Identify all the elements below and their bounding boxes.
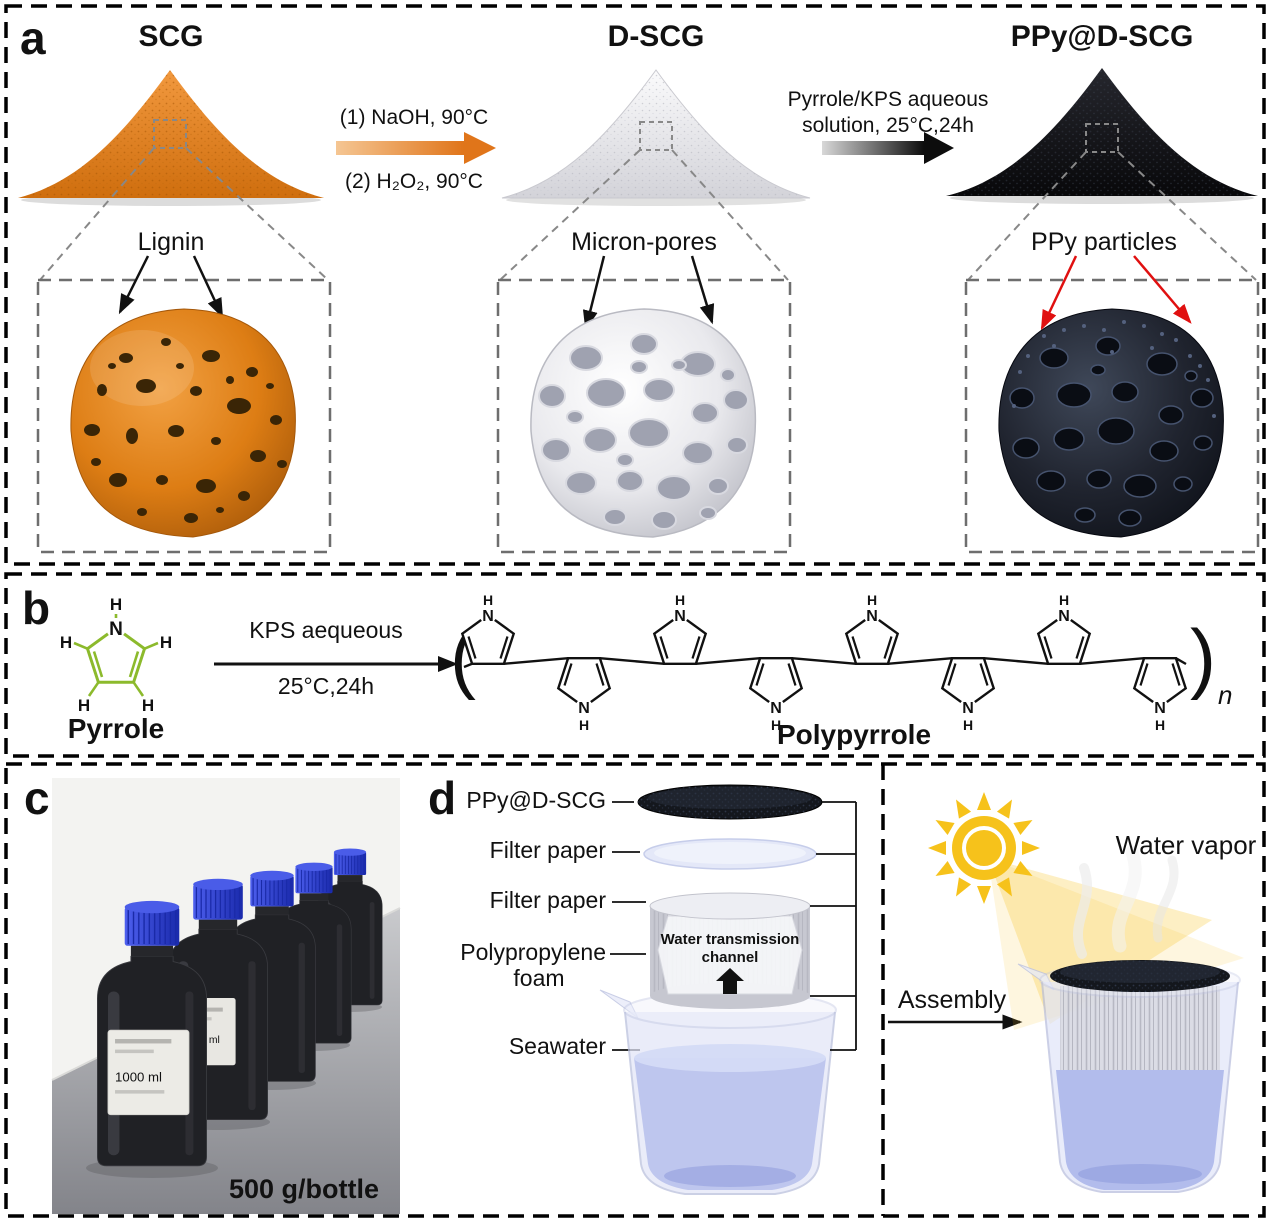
up-arrow-head — [716, 968, 744, 981]
lignin-label: Lignin — [138, 228, 205, 256]
polypyrrole-name: Polypyrrole — [777, 719, 931, 750]
panel-a-border — [4, 4, 1266, 566]
panel-a-label: a — [20, 12, 46, 64]
zoom-box-scg — [36, 278, 332, 554]
condition-arrowhead — [438, 656, 458, 672]
monomer-h-bottom-right: H — [142, 696, 154, 715]
ppy-particles-arrow-left — [1040, 255, 1078, 331]
monomer-h-bottom-left: H — [78, 696, 90, 715]
assembled-water — [1056, 1070, 1224, 1190]
lignin-pores — [84, 338, 287, 523]
reaction-arrow-1 — [336, 132, 496, 164]
beaker-assembled — [1017, 960, 1241, 1193]
water-vapor-label: Water vapor — [1116, 830, 1257, 860]
component-labels: PPy@D-SCG Filter paper Filter paper Poly… — [460, 787, 606, 1059]
condition-line1: KPS aequeous — [249, 617, 402, 643]
filter-paper-2-disc — [649, 892, 811, 920]
beaker-spout — [599, 989, 639, 1019]
channel-text-line2: channel — [702, 949, 759, 966]
panel-a-synthesis-scheme: a SCG D-SCG PPy@D-SCG (1) NaOH, 90°C (2)… — [4, 4, 1266, 566]
zoom-box-ppydscg — [964, 278, 1260, 554]
monomer-h-left: H — [60, 633, 72, 652]
monomer-h-right: H — [160, 633, 172, 652]
panel-b-label: b — [22, 582, 50, 634]
condition-line2: 25°C,24h — [278, 673, 374, 699]
label-foam-line2: foam — [513, 965, 564, 991]
channel-panel — [657, 915, 803, 995]
pyrrole-molecule: N H H H H H — [60, 595, 172, 715]
panel-cd-product-and-device: c 1000 ml 1000 ml 500 g/bottle d P — [4, 762, 1266, 1218]
panel-b-polymerization: N H N H b N H H H H H Pyrro — [4, 572, 1266, 758]
label-filter-paper-1: Filter paper — [490, 837, 607, 863]
lignin-arrow-right — [192, 255, 224, 319]
powder-pile-ppydscg — [946, 68, 1258, 204]
stage-title-dscg: D-SCG — [608, 20, 705, 53]
bottle-1-volume: 1000 ml — [115, 1069, 162, 1084]
assembly-bracket — [810, 801, 857, 1051]
bottle-1-label: 1000 ml — [107, 1029, 190, 1116]
zoom-box-dscg — [496, 278, 792, 554]
label-foam-line1: Polypropylene — [460, 939, 606, 965]
assembly-label: Assembly — [898, 986, 1007, 1014]
ppy-particles-label: PPy particles — [1031, 228, 1177, 256]
label-seawater: Seawater — [509, 1033, 607, 1059]
reaction1-step1: (1) NaOH, 90°C — [340, 106, 488, 129]
stage-title-scg: SCG — [138, 20, 203, 53]
up-arrow-shaft — [723, 981, 737, 994]
ppy-particles-arrow-right — [1133, 255, 1192, 324]
reaction2-line1: Pyrrole/KPS aqueous — [788, 88, 989, 111]
reaction2-line2: solution, 25°C,24h — [802, 114, 974, 137]
lignin-arrow-left — [118, 255, 150, 315]
micron-pores-label: Micron-pores — [571, 228, 717, 256]
magnified-particle-ppydscg — [998, 308, 1224, 538]
monomer-nh-hydrogen: H — [110, 595, 122, 614]
ppydscg-disc — [637, 784, 823, 820]
magnified-particle-dscg — [530, 308, 757, 538]
filter-paper-1-disc — [643, 838, 817, 870]
panel-cd-border — [4, 762, 1266, 1218]
panel-c-label: c — [24, 772, 50, 824]
seawater-fill — [634, 1058, 826, 1190]
polypyrrole-chain: ( ) n — [450, 590, 1232, 735]
micron-pores-arrow-right — [690, 255, 715, 325]
water-vapor-steam — [1073, 845, 1179, 959]
seawater-surface — [634, 1044, 826, 1072]
micron-pores-texture — [538, 333, 749, 530]
zoom-callout-lines — [39, 119, 1257, 281]
polypropylene-foam: Water transmission channel — [649, 892, 811, 1009]
magnified-particle-scg — [70, 308, 296, 538]
powder-pile-dscg — [501, 69, 811, 206]
panel-d-label: d — [428, 772, 456, 824]
reaction1-step2: (2) H₂O₂, 90°C — [345, 170, 483, 193]
photo-caption: 500 g/bottle — [229, 1174, 379, 1204]
channel-text-line1: Water transmission — [661, 931, 800, 948]
dark-pores-texture — [1009, 336, 1214, 527]
powder-pile-scg — [18, 70, 324, 206]
label-filter-paper-2: Filter paper — [490, 887, 607, 913]
micron-pores-arrow-left — [582, 255, 606, 331]
bottles-photo: 1000 ml 1000 ml 500 g/bottle — [51, 778, 401, 1214]
chain-bonds — [463, 657, 1187, 669]
panel-b-border — [4, 572, 1266, 758]
reaction-arrow-2 — [822, 132, 954, 164]
subscript-n: n — [1218, 680, 1232, 710]
monomer-nitrogen: N — [109, 619, 123, 640]
stage-title-ppydscg: PPy@D-SCG — [1011, 20, 1194, 53]
bracket-close: ) — [1190, 613, 1216, 701]
pyrrole-name: Pyrrole — [68, 713, 165, 744]
beaker-exploded — [599, 989, 837, 1195]
ppy-particle-speckles — [1012, 320, 1216, 418]
label-ppydscg-disc: PPy@D-SCG — [466, 787, 606, 813]
